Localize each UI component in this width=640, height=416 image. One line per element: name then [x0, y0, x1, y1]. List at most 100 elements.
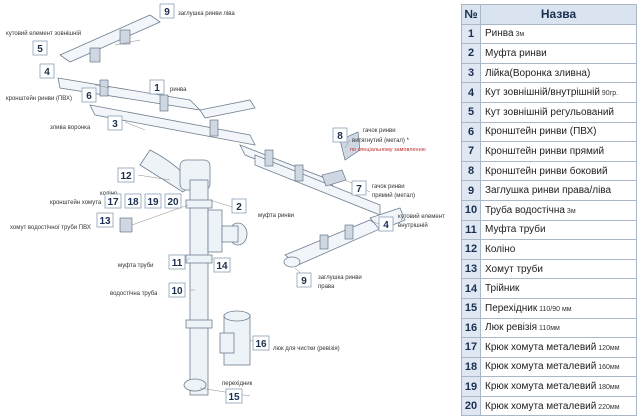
- legend-row-name: Муфта ринви: [485, 47, 547, 59]
- legend-row-name: Кут зовнішній/внутрішній: [485, 87, 600, 99]
- callout-label: кутовий елемент зовнішній: [6, 30, 81, 37]
- legend-row-name: Кронштейн ринви прямий: [485, 145, 605, 157]
- callout-number: 6: [86, 91, 92, 102]
- legend-row-name: Кронштейн ринви боковий: [485, 165, 608, 177]
- legend-row-name: Лійка(Воронка зливна): [485, 67, 591, 79]
- callout-label: кутовий елемент: [398, 213, 445, 220]
- callout-label: гачок ринви: [372, 184, 405, 190]
- callout-label: внутрішній: [398, 222, 428, 229]
- legend-row-cell: Ринва 3м: [480, 23, 637, 45]
- legend-row-name: Люк ревізія: [485, 322, 538, 334]
- legend-row-size: 3м: [513, 31, 525, 39]
- callout-number: 17: [107, 197, 119, 208]
- callout-7: 7 гачок ринви прямий (метал): [351, 180, 415, 199]
- callout-number: 18: [127, 197, 139, 208]
- legend-row-name: Труба водостічна: [485, 204, 565, 216]
- callout-17-20: кронштейн хомута 17 18 19 20: [50, 193, 182, 209]
- callout-4-outer: 4: [39, 63, 55, 79]
- legend-row-name: Ринва: [485, 28, 514, 40]
- leader-lines: [94, 39, 386, 397]
- callout-number: 5: [37, 44, 43, 55]
- callout-label: перехідник: [222, 381, 253, 387]
- callout-number: 4: [44, 67, 50, 78]
- callout-label: права: [318, 284, 335, 290]
- legend-row: 4 Кут зовнішній/внутрішній 90гр.: [461, 82, 637, 103]
- callout-number: 20: [167, 197, 179, 208]
- callout-4-inner: 4 кутовий елемент внутрішній: [378, 213, 445, 232]
- callout-number: 7: [356, 184, 362, 195]
- legend-row-size: 90гр.: [599, 90, 619, 98]
- legend-row-name: Коліно: [485, 243, 516, 255]
- legend-row-cell: Крюк хомута металевий 220мм: [480, 395, 637, 416]
- legend-row-number: 1: [461, 23, 481, 45]
- legend-row-number: 15: [461, 297, 481, 319]
- callout-label: водостічна труба: [110, 291, 158, 297]
- legend-row-number: 19: [461, 376, 481, 397]
- legend-row-name: Муфта труби: [485, 224, 546, 236]
- legend-row-cell: Заглушка ринви права/ліва: [480, 180, 637, 201]
- legend-row-number: 18: [461, 356, 481, 378]
- callout-number: 15: [228, 392, 240, 403]
- callout-label: злива воронка: [50, 125, 91, 131]
- legend-row-cell: Крюк хомута металевий 160мм: [480, 356, 637, 378]
- legend-row-number: 7: [461, 141, 481, 162]
- legend-row-size: 110мм: [537, 325, 560, 333]
- legend-row-cell: Кут зовнішній регульований: [480, 101, 637, 123]
- legend-row: 16 Люк ревізія 110мм: [461, 317, 637, 339]
- callout-15: 15 перехідник: [222, 381, 253, 404]
- legend-row-number: 11: [461, 219, 481, 241]
- callout-16: 16 люк для чистки (ревізія): [252, 335, 340, 352]
- legend-row-cell: Труба водостічна 3м: [480, 199, 637, 221]
- legend-row-name: Крюк хомута металевий: [485, 361, 597, 373]
- legend-row-cell: Лійка(Воронка зливна): [480, 62, 637, 84]
- legend-row-cell: Крюк хомута металевий 120мм: [480, 337, 637, 358]
- legend-row-number: 12: [461, 239, 481, 260]
- legend-row-name: Заглушка ринви права/ліва: [485, 185, 612, 197]
- legend-row-number: 6: [461, 121, 481, 143]
- callout-number: 4: [383, 220, 389, 231]
- callout-3: злива воронка 3: [50, 115, 123, 131]
- gutter-system-diagram: 9 заглушка ринви ліва кутовий елемент зо…: [6, 3, 445, 404]
- downpipe: [119, 131, 361, 396]
- callout-label: муфта труби: [118, 263, 154, 269]
- legend-row-number: 10: [461, 199, 481, 221]
- callout-number: 1: [154, 83, 160, 94]
- legend-row-cell: Трійник: [480, 278, 637, 299]
- legend-row-number: 8: [461, 160, 481, 182]
- callout-number: 9: [164, 7, 170, 18]
- callout-number: 11: [172, 258, 183, 269]
- callout-label: кронштейн хомута: [50, 199, 102, 206]
- legend-row-cell: Муфта ринви: [480, 43, 637, 64]
- legend-row-number: 16: [461, 317, 481, 339]
- callout-9-right: 9 заглушка ринви права: [296, 272, 362, 290]
- callout-8: 8 гачок ринви витягнутий (метал) * по сп…: [332, 127, 426, 153]
- legend-row-size: 110/90 мм: [537, 305, 572, 313]
- legend-row-number: 13: [461, 258, 481, 280]
- callout-number: 10: [171, 286, 183, 297]
- callout-14: 14: [213, 257, 231, 273]
- legend-row-size: 120мм: [596, 344, 620, 352]
- callout-label: витягнутий (метал) *: [352, 137, 410, 144]
- callout-number: 16: [255, 339, 267, 350]
- callout-6: кронштейн ринви (ПВХ) 6: [6, 87, 97, 103]
- legend-row-size: 220мм: [596, 403, 620, 411]
- legend-row-name: Трійник: [485, 283, 520, 295]
- callout-number: 19: [147, 197, 159, 208]
- callout-label: по спеціальному замовленню: [350, 147, 426, 153]
- callout-5: кутовий елемент зовнішній 5: [6, 30, 81, 56]
- callout-label: заглушка ринви ліва: [178, 11, 235, 17]
- callout-label: гачок ринви: [363, 128, 396, 134]
- legend-row-cell: Коліно: [480, 239, 637, 260]
- legend-row-number: 4: [461, 82, 481, 103]
- callout-label: ринва: [170, 87, 187, 93]
- upper-gutter: [57, 14, 381, 216]
- legend-row-name: Крюк хомута металевий: [485, 381, 597, 393]
